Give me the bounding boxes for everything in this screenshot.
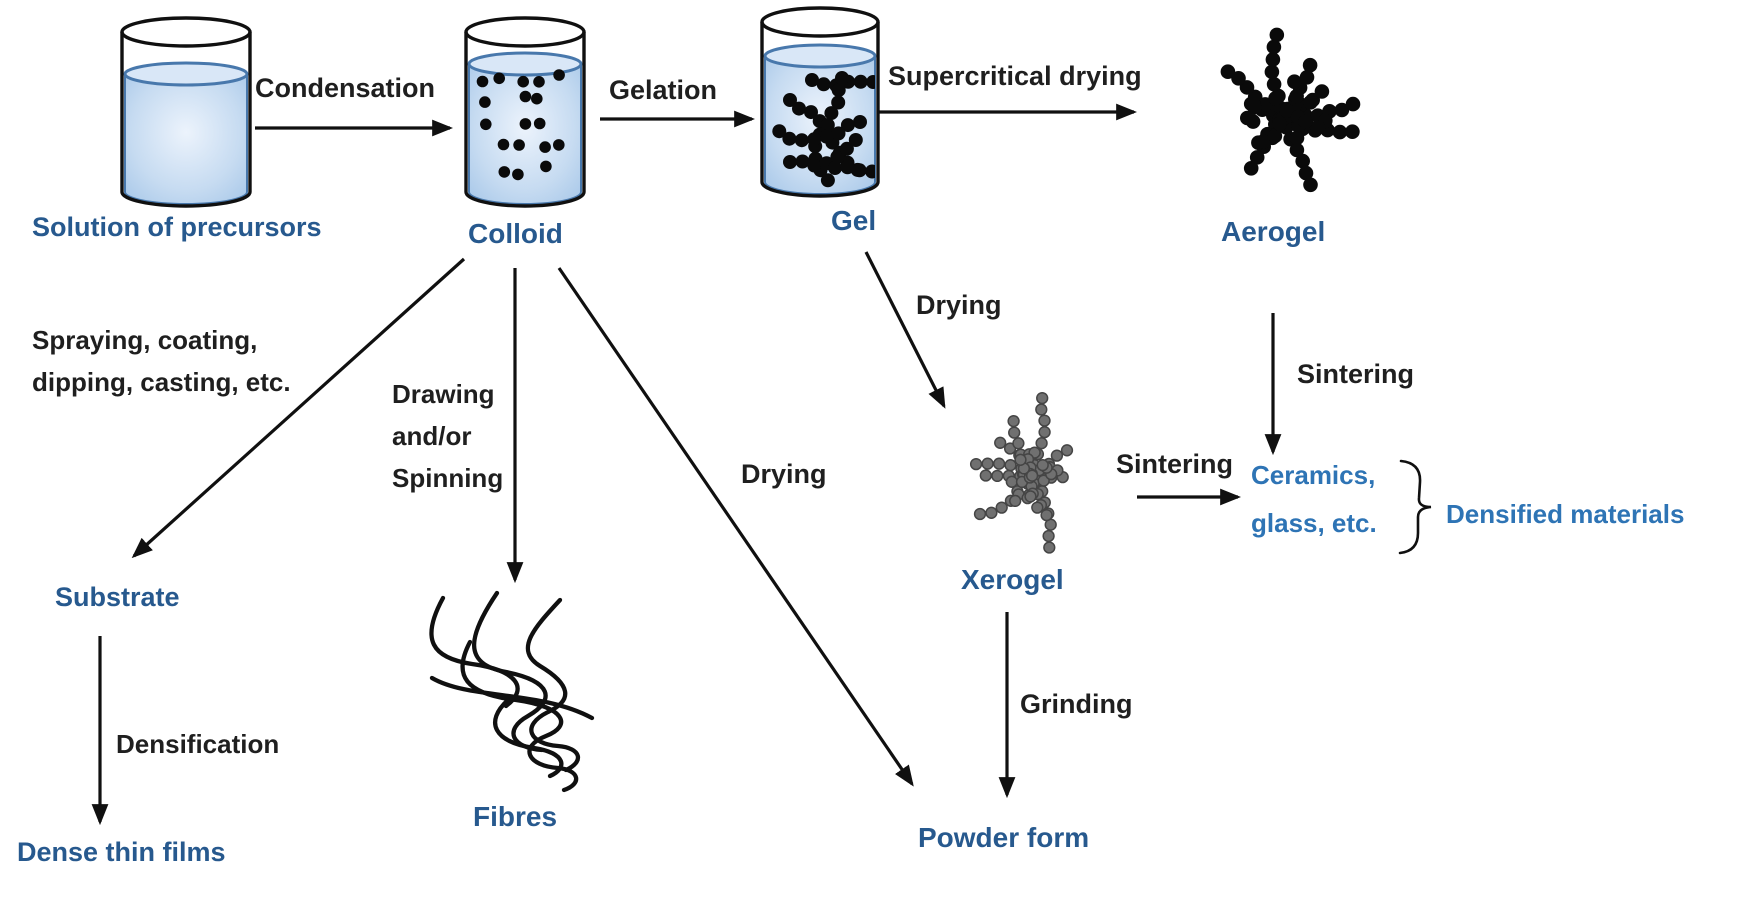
node-label-powder-form: Powder form bbox=[918, 822, 1090, 853]
edge-label-spraying-line2: dipping, casting, etc. bbox=[32, 367, 291, 397]
node-label-ceramics-line2: glass, etc. bbox=[1251, 508, 1377, 538]
edge-label-densification: Densification bbox=[116, 729, 280, 759]
edge-label-spraying-line1: Spraying, coating, bbox=[32, 325, 258, 355]
node-label-ceramics-line1: Ceramics, bbox=[1251, 460, 1376, 490]
beaker-colloid bbox=[464, 16, 586, 208]
edge-label-supercritical-drying: Supercritical drying bbox=[888, 61, 1142, 91]
arrow-colloid-powder bbox=[557, 267, 914, 787]
arrow-colloid-substrate bbox=[131, 257, 466, 559]
node-label-xerogel: Xerogel bbox=[961, 564, 1064, 595]
fibres-drawing bbox=[429, 590, 595, 793]
node-label-colloid: Colloid bbox=[468, 218, 563, 249]
xerogel-cluster bbox=[969, 391, 1074, 554]
edge-label-drawing-line2: and/or bbox=[392, 421, 472, 451]
colloid-particles bbox=[476, 69, 565, 181]
node-label-densified-materials: Densified materials bbox=[1446, 499, 1685, 529]
edge-label-drawing-line1: Drawing bbox=[392, 379, 495, 409]
edge-label-gelation: Gelation bbox=[609, 75, 718, 105]
arrows-layer bbox=[91, 103, 1282, 826]
edge-label-colloid-drying: Drying bbox=[741, 459, 827, 489]
edge-label-condensation: Condensation bbox=[255, 73, 435, 103]
node-label-aerogel: Aerogel bbox=[1221, 216, 1326, 247]
densified-brace bbox=[1398, 459, 1432, 555]
edge-label-gel-drying: Drying bbox=[916, 290, 1002, 320]
edge-label-drawing-line3: Spinning bbox=[392, 463, 504, 493]
beaker-gel bbox=[760, 6, 880, 198]
edge-label-grinding: Grinding bbox=[1020, 689, 1133, 719]
node-label-substrate: Substrate bbox=[55, 582, 180, 612]
arrow-gel-drying bbox=[864, 251, 946, 409]
aerogel-cluster bbox=[1220, 27, 1361, 193]
edge-label-xerogel-sintering: Sintering bbox=[1116, 449, 1234, 479]
edge-label-aerogel-sintering: Sintering bbox=[1297, 359, 1415, 389]
node-label-gel: Gel bbox=[831, 205, 877, 236]
node-label-dense-thin-films: Dense thin films bbox=[17, 837, 226, 867]
gel-particles bbox=[772, 71, 875, 188]
node-label-fibres: Fibres bbox=[473, 801, 558, 832]
beaker-solution bbox=[120, 16, 252, 208]
node-label-solution: Solution of precursors bbox=[32, 212, 322, 242]
